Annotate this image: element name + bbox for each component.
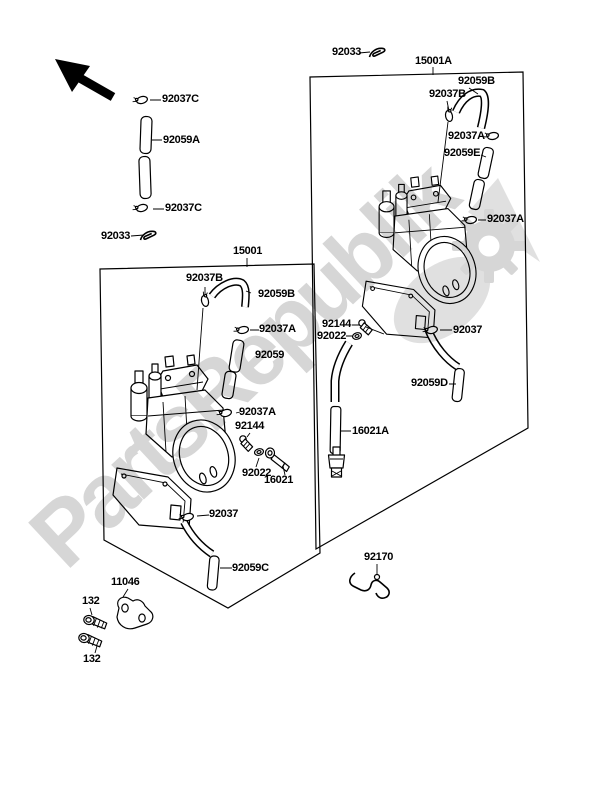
part-label-11046: 11046 [111, 576, 140, 588]
fuel-tap-fitting [327, 446, 346, 478]
direction-arrow-icon [55, 59, 116, 101]
bracket-11046-icon [116, 596, 154, 630]
part-label-92022-left: 92022 [242, 467, 272, 479]
hardware-icons [77, 46, 500, 648]
part-label-92059: 92059 [255, 349, 285, 361]
fuel-pipe-16021A [327, 340, 353, 478]
part-label-132-lower: 132 [83, 653, 101, 665]
nut-92022-left-icon [253, 447, 265, 457]
hose-92059A-lower [138, 155, 152, 200]
part-label-92144-left: 92144 [235, 420, 265, 432]
part-label-92037A-left-1: 92037A [259, 323, 296, 335]
bolt-132-lower-icon [77, 632, 104, 648]
part-label-92037C-top: 92037C [162, 93, 199, 105]
hose-92059A-upper [139, 115, 153, 155]
watermark-gear-icon [452, 209, 526, 283]
part-label-92059C: 92059C [232, 562, 269, 574]
hose-92059C [180, 520, 220, 591]
part-label-92059B-right: 92059B [458, 75, 495, 87]
hose-92059E-upper [477, 146, 494, 180]
part-label-92059D: 92059D [411, 377, 448, 389]
part-label-92059B-left: 92059B [258, 288, 295, 300]
part-label-92037C-lower: 92037C [165, 202, 202, 214]
part-label-92170: 92170 [364, 551, 394, 563]
clip-92170-icon [349, 572, 390, 599]
part-label-16021: 16021 [264, 474, 294, 486]
part-label-92037B-right: 92037B [429, 88, 466, 100]
clamp-92037A-right-upper-icon [482, 130, 500, 142]
box-label-15001: 15001 [233, 245, 263, 257]
part-label-92037A-right-2: 92037A [487, 213, 524, 225]
box-label-15001A: 15001A [415, 55, 452, 67]
watermark-text: PartsRepublik [11, 141, 479, 587]
part-label-132-upper: 132 [82, 595, 100, 607]
fuel-hoses [138, 88, 494, 591]
part-label-92144-right: 92144 [322, 318, 352, 330]
clamp-92037C-lower-icon [131, 201, 149, 215]
assembly-box-left-15001 [99, 263, 321, 609]
part-label-92037A-left-2: 92037A [239, 406, 276, 418]
clamp-92037B-right-icon [443, 105, 456, 123]
part-label-92037-right: 92037 [453, 324, 483, 336]
assembly-box-right-15001A [309, 71, 529, 551]
hose-92059-lower [221, 370, 237, 400]
part-label-92033-top: 92033 [332, 46, 362, 58]
hose-92059B-right [452, 88, 490, 130]
hose-92059B-left [208, 277, 250, 308]
part-label-92037B-left: 92037B [186, 272, 223, 284]
part-label-16021A: 16021A [352, 425, 389, 437]
watermark: PartsRepublik [11, 141, 540, 587]
part-label-92022-right: 92022 [317, 330, 347, 342]
clip-92033-top-icon [367, 46, 387, 58]
part-label-92037A-right-1: 92037A [448, 130, 485, 142]
nut-92022-right-icon [351, 331, 363, 341]
part-label-92059A: 92059A [163, 134, 200, 146]
callout-leader-lines [89, 51, 487, 654]
part-label-92033-left: 92033 [101, 230, 131, 242]
clamp-92037C-upper-icon [131, 93, 149, 107]
part-label-92059E: 92059E [444, 147, 481, 159]
part-label-92037-left: 92037 [209, 508, 239, 520]
watermark-blob [393, 256, 491, 344]
bolt-132-upper-icon [82, 614, 109, 630]
